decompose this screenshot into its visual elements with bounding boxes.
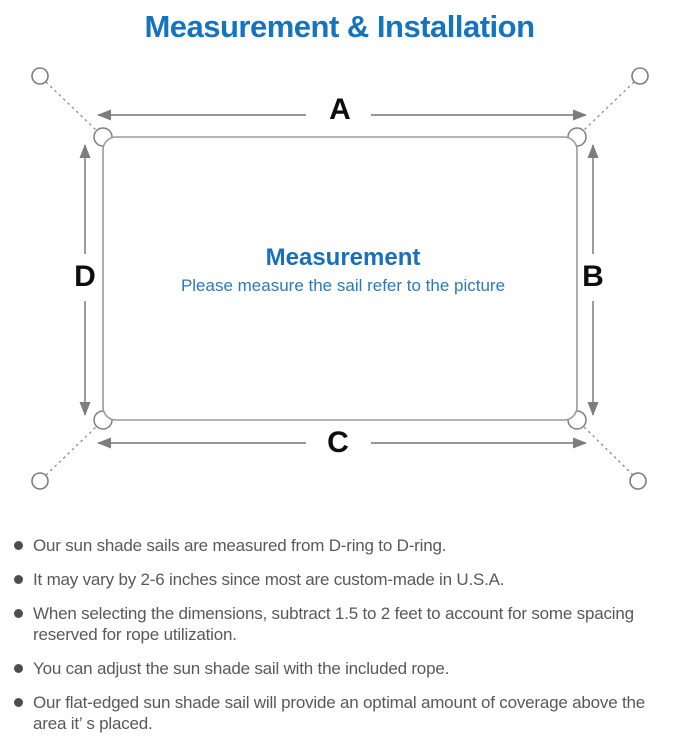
rope-line-top-right <box>582 81 635 132</box>
note-text: Our flat-edged sun shade sail will provi… <box>33 693 646 733</box>
notes-list: Our sun shade sails are measured from D-… <box>0 524 679 747</box>
diagram-center-subtitle: Please measure the sail refer to the pic… <box>180 276 506 295</box>
bullet-dot <box>14 575 23 584</box>
note-item: Our flat-edged sun shade sail will provi… <box>14 692 673 734</box>
dimension-label-c: C <box>323 428 353 458</box>
anchor-point-top-left <box>31 67 49 85</box>
bullet-dot <box>14 698 23 707</box>
sail-diagram-canvas <box>31 67 649 490</box>
rope-line-top-left <box>45 81 98 132</box>
anchor-point-bottom-left <box>31 472 49 490</box>
note-text: You can adjust the sun shade sail with t… <box>33 659 450 678</box>
note-text: When selecting the dimensions, subtract … <box>33 604 634 644</box>
dimension-label-a: A <box>325 95 355 125</box>
anchor-point-top-right <box>631 67 649 85</box>
bullet-dot <box>14 541 23 550</box>
sail-outline <box>102 136 578 421</box>
rope-line-bottom-right <box>582 425 634 476</box>
rope-line-bottom-left <box>45 425 98 476</box>
note-text: Our sun shade sails are measured from D-… <box>33 536 447 555</box>
note-item: Our sun shade sails are measured from D-… <box>14 535 673 556</box>
dimension-label-d: D <box>70 262 100 292</box>
bullet-dot <box>14 609 23 618</box>
note-item: You can adjust the sun shade sail with t… <box>14 658 673 679</box>
dimension-label-b: B <box>578 262 608 292</box>
bullet-dot <box>14 664 23 673</box>
note-item: It may vary by 2-6 inches since most are… <box>14 569 673 590</box>
page-title: Measurement & Installation <box>144 9 535 44</box>
note-text: It may vary by 2-6 inches since most are… <box>33 570 505 589</box>
diagram-center-title: Measurement <box>265 244 421 271</box>
sail-measurement-diagram: A B C D Measurement Please measure the s… <box>0 58 679 518</box>
anchor-point-bottom-right <box>629 472 647 490</box>
note-item: When selecting the dimensions, subtract … <box>14 603 673 645</box>
